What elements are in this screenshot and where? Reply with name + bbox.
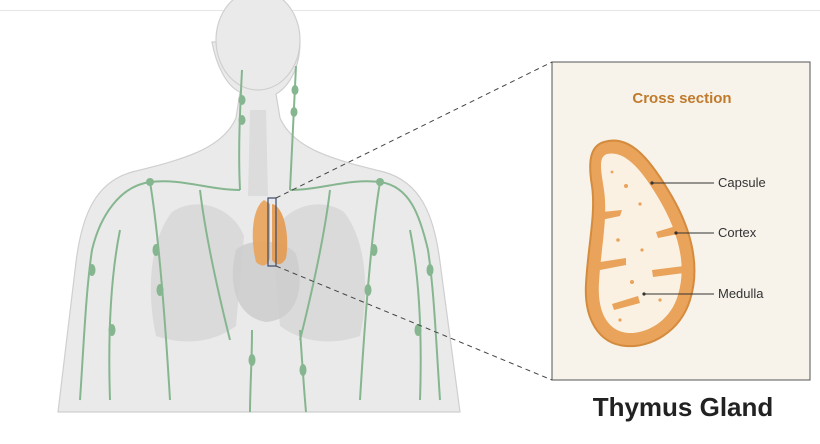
selection-box	[267, 197, 277, 267]
lymphatic-vessels	[79, 65, 441, 413]
left-lung	[150, 204, 244, 342]
inset-title: Cross section	[632, 90, 732, 107]
label-medulla: Medulla	[718, 286, 764, 301]
right-lung	[272, 204, 366, 342]
trachea	[248, 110, 268, 196]
lymph-nodes	[88, 85, 434, 376]
top-divider	[0, 10, 820, 11]
callout-line-bottom	[275, 265, 553, 381]
label-cortex: Cortex	[718, 225, 757, 240]
cross-section	[584, 139, 696, 348]
main-title: Thymus Gland	[592, 392, 774, 422]
label-capsule: Capsule	[718, 175, 766, 190]
callout-line-top	[275, 61, 553, 199]
label-pointers	[644, 182, 714, 295]
